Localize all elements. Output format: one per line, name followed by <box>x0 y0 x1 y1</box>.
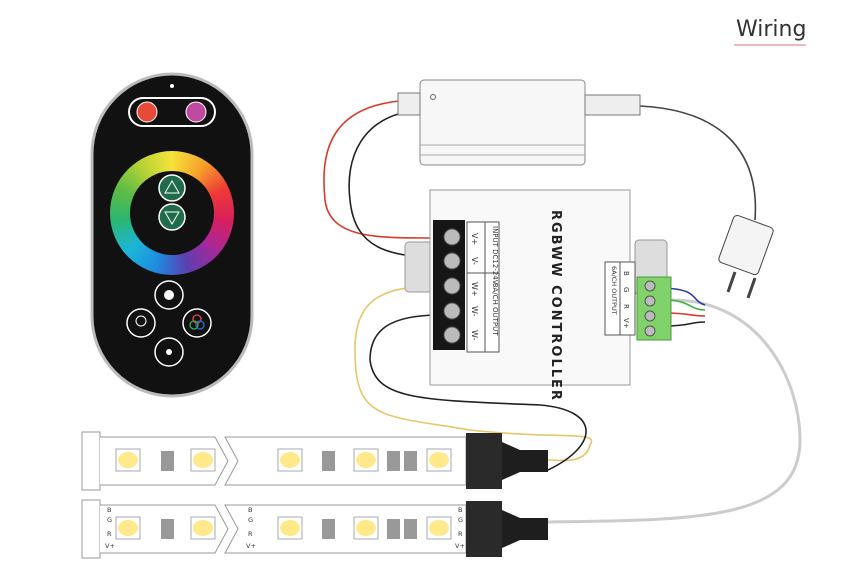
wire-black-power <box>348 109 441 259</box>
mode-button[interactable] <box>185 101 207 123</box>
terminal-label: W+ <box>470 282 479 297</box>
terminal-label: V- <box>470 257 479 265</box>
output-label: 8A/CH OUTPUT <box>491 283 499 336</box>
rgb-terminal-label: R <box>622 304 630 309</box>
rgb-terminal-label: V+ <box>622 318 630 329</box>
power-adapter <box>397 79 641 166</box>
terminal-label: W- <box>470 306 479 317</box>
brightness-up-button[interactable] <box>158 174 186 202</box>
pad-label: V+ <box>105 542 115 550</box>
resistors <box>161 451 417 471</box>
brightness-down-button[interactable] <box>158 203 186 231</box>
pad-label: V+ <box>455 542 465 550</box>
lamp-icon <box>135 315 147 327</box>
terminal-label: V+ <box>470 233 479 245</box>
terminal-label: W- <box>470 330 479 341</box>
arrow-down-icon <box>164 211 180 225</box>
page-title: Wiring <box>736 17 807 42</box>
pad-label: B <box>107 506 111 514</box>
wire-yellow-w <box>354 285 593 462</box>
rgbww-controller: INPUT DC12-24V 8A/CH OUTPUT V+ V- W+ W- … <box>404 189 672 402</box>
sun-icon <box>164 290 174 300</box>
lamp-button[interactable] <box>126 308 156 338</box>
wire-blue <box>664 287 706 306</box>
sun-small-icon <box>166 349 172 355</box>
input-label: INPUT DC12-24V <box>491 226 499 285</box>
controller-name: RGBWW CONTROLLER <box>548 210 563 402</box>
rgb-terminal-label: G <box>622 287 630 292</box>
resistors <box>161 519 417 539</box>
leds <box>115 516 452 540</box>
rgb-terminal-label: B <box>622 271 630 276</box>
plug-cable <box>639 105 757 221</box>
power-button[interactable] <box>136 101 158 123</box>
rgb-output-label: 6A/CH OUTPUT <box>610 266 618 315</box>
pad-label: B <box>248 506 252 514</box>
wire-red-power <box>323 99 441 239</box>
leds <box>115 448 452 472</box>
pad-label: G <box>248 516 253 524</box>
title-underline <box>734 44 806 46</box>
rgb-circles-icon <box>189 314 205 330</box>
pad-label: V+ <box>246 542 256 550</box>
rgb-cable <box>547 298 802 524</box>
pad-label: R <box>248 530 253 538</box>
pad-label: B <box>458 506 462 514</box>
ac-plug-icon <box>718 214 774 299</box>
led-strip-rgb: B G R V+ B G R V+ B G R V+ <box>81 499 548 559</box>
pad-label: G <box>107 516 112 524</box>
wire-black-w <box>369 314 587 471</box>
arrow-up-icon <box>164 180 180 194</box>
pad-label: R <box>458 530 463 538</box>
pad-label: G <box>458 516 463 524</box>
remote-buttons <box>126 174 212 367</box>
led-strip-white <box>81 431 548 491</box>
pad-label: R <box>107 530 112 538</box>
